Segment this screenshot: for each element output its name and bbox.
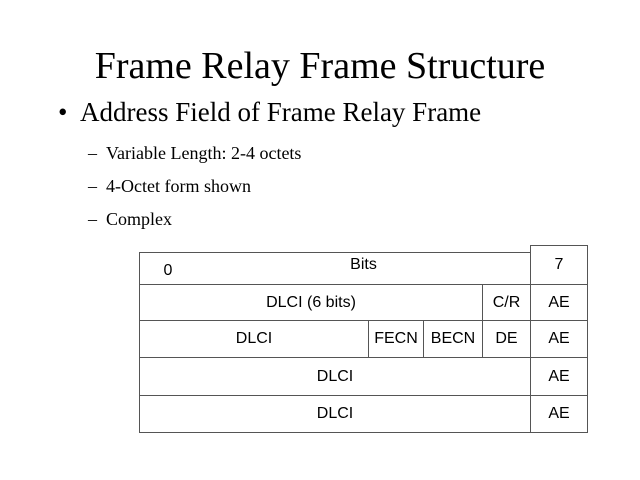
bit-end-cell: 7: [530, 245, 588, 285]
sub-bullet-marker: –: [88, 209, 97, 229]
ae-cell: AE: [530, 357, 588, 396]
bullet-text: Address Field of Frame Relay Frame: [80, 97, 482, 127]
bullet-marker: •: [58, 97, 68, 127]
sub-bullet-text: Complex: [106, 209, 172, 229]
sub-bullet-text: Variable Length: 2-4 octets: [106, 143, 302, 163]
cr-cell: C/R: [482, 284, 531, 321]
slide-title: Frame Relay Frame Structure: [94, 45, 546, 87]
sub-bullet-marker: –: [88, 176, 97, 196]
de-cell: DE: [482, 320, 531, 358]
bit-start-cell: 0: [139, 252, 197, 285]
sub-bullet-text: 4-Octet form shown: [106, 176, 251, 196]
dlci-6bits-cell: DLCI (6 bits): [139, 284, 483, 321]
bits-label: Bits: [196, 252, 531, 285]
ae-cell: AE: [530, 284, 588, 321]
becn-cell: BECN: [423, 320, 483, 358]
dlci-cell: DLCI: [139, 320, 369, 358]
dlci-cell: DLCI: [139, 395, 531, 433]
ae-cell: AE: [530, 320, 588, 358]
dlci-cell: DLCI: [139, 357, 531, 396]
sub-bullet-marker: –: [88, 143, 97, 163]
fecn-cell: FECN: [368, 320, 424, 358]
ae-cell: AE: [530, 395, 588, 433]
